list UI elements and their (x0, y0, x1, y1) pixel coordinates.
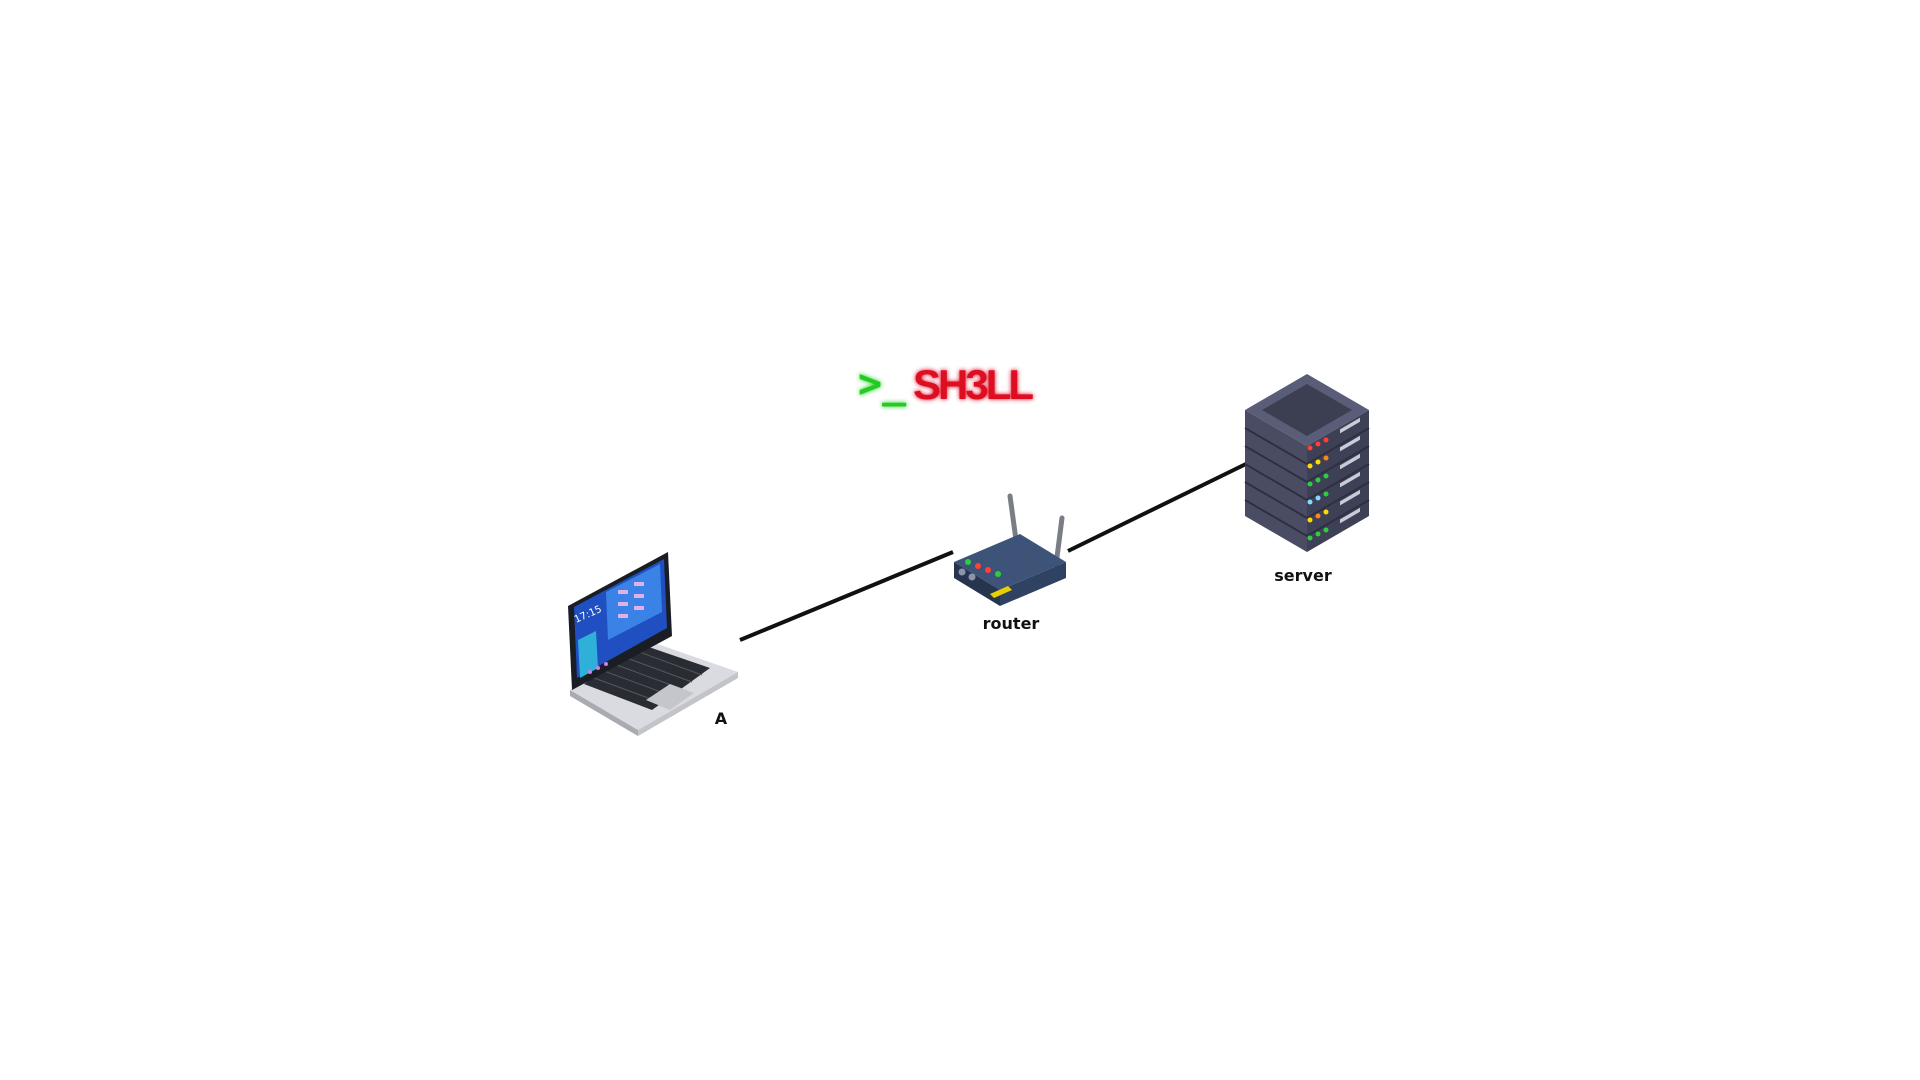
server-icon[interactable] (1244, 374, 1370, 552)
router-icon[interactable] (954, 493, 1066, 606)
laptop-label: A (715, 709, 728, 728)
shell-logo: >_ SH3LL (858, 361, 1036, 408)
connection-router-server (1067, 460, 1251, 553)
logo-prompt-text: >_ (858, 361, 907, 407)
logo-word-text: SH3LL (913, 361, 1033, 408)
router-label: router (983, 614, 1040, 633)
laptop-icon[interactable]: 17:15 (568, 552, 738, 736)
server-label: server (1274, 566, 1332, 585)
connection-laptop-router (739, 550, 954, 642)
